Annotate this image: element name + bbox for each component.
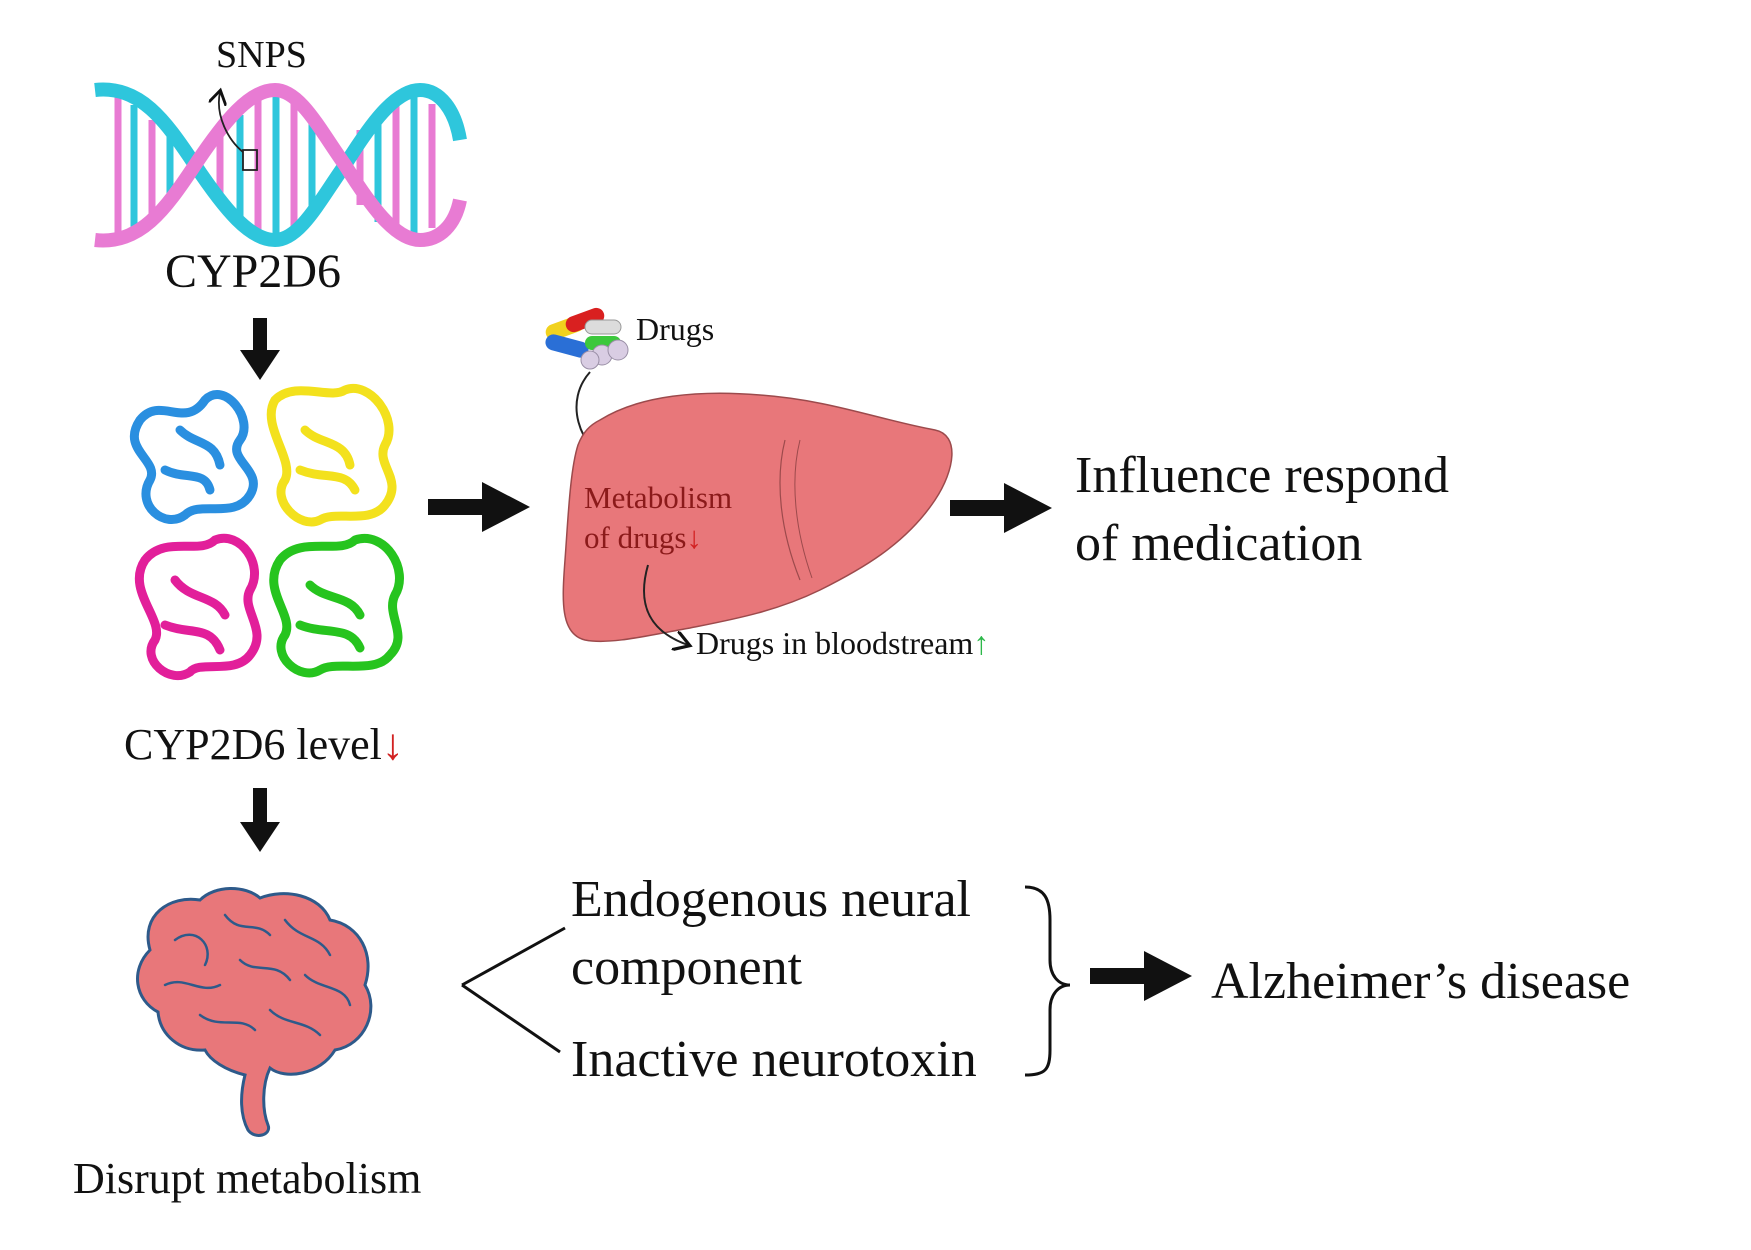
liver-to-bloodstream-arrow <box>642 564 688 645</box>
alzheimers-label: Alzheimer’s disease <box>1211 953 1631 1010</box>
metabolism-line2: of drugs <box>584 520 687 556</box>
influence-line2: of medication <box>1075 514 1363 572</box>
influence-line1: Influence respond <box>1075 447 1449 504</box>
arrow-liver-to-influence <box>950 483 1052 533</box>
snp-pointer-arrow <box>219 92 244 153</box>
inactive-neurotoxin-label: Inactive neurotoxin <box>571 1031 977 1088</box>
metabolism-of-drugs-label: Metabolism of drugs↓ <box>584 478 784 559</box>
arrow-protein-to-liver <box>428 482 530 532</box>
brain-icon <box>136 887 373 1137</box>
endogenous-label: Endogenous neural component <box>571 866 1031 1001</box>
cyp-level-label: CYP2D6 level <box>124 720 382 769</box>
snps-label: SNPS <box>216 34 307 76</box>
cyp-level-wrap: CYP2D6 level↓ <box>124 723 404 767</box>
cyp-level-decrease-arrow-icon: ↓ <box>381 720 404 769</box>
gene-label: CYP2D6 <box>165 245 342 298</box>
fork-lines <box>461 926 566 1054</box>
arrow-level-to-brain <box>240 788 280 852</box>
arrow-gene-to-protein <box>240 318 280 380</box>
influence-label: Influence respond of medication <box>1075 442 1535 577</box>
drugs-label: Drugs <box>636 311 715 347</box>
arrow-to-alzheimers <box>1090 951 1192 1001</box>
snp-marker <box>242 149 258 171</box>
liver-icon <box>562 392 953 643</box>
disrupt-metabolism-label: Disrupt metabolism <box>73 1154 422 1203</box>
metabolism-line1: Metabolism <box>584 480 733 515</box>
metabolism-line2-wrap: of drugs↓ <box>584 518 784 558</box>
endogenous-line1: Endogenous neural <box>571 871 972 928</box>
metabolism-decrease-arrow-icon: ↓ <box>686 520 702 556</box>
endogenous-line2: component <box>571 938 803 996</box>
bloodstream-label-wrap: Drugs in bloodstream↑ <box>696 627 989 659</box>
dna-helix-icon <box>94 82 467 248</box>
curly-brace <box>1024 885 1071 1077</box>
bloodstream-label: Drugs in bloodstream <box>696 625 974 661</box>
bloodstream-increase-arrow-icon: ↑ <box>973 625 990 661</box>
pills-icon <box>545 307 629 370</box>
cyp2d6-protein-icon <box>129 383 404 681</box>
